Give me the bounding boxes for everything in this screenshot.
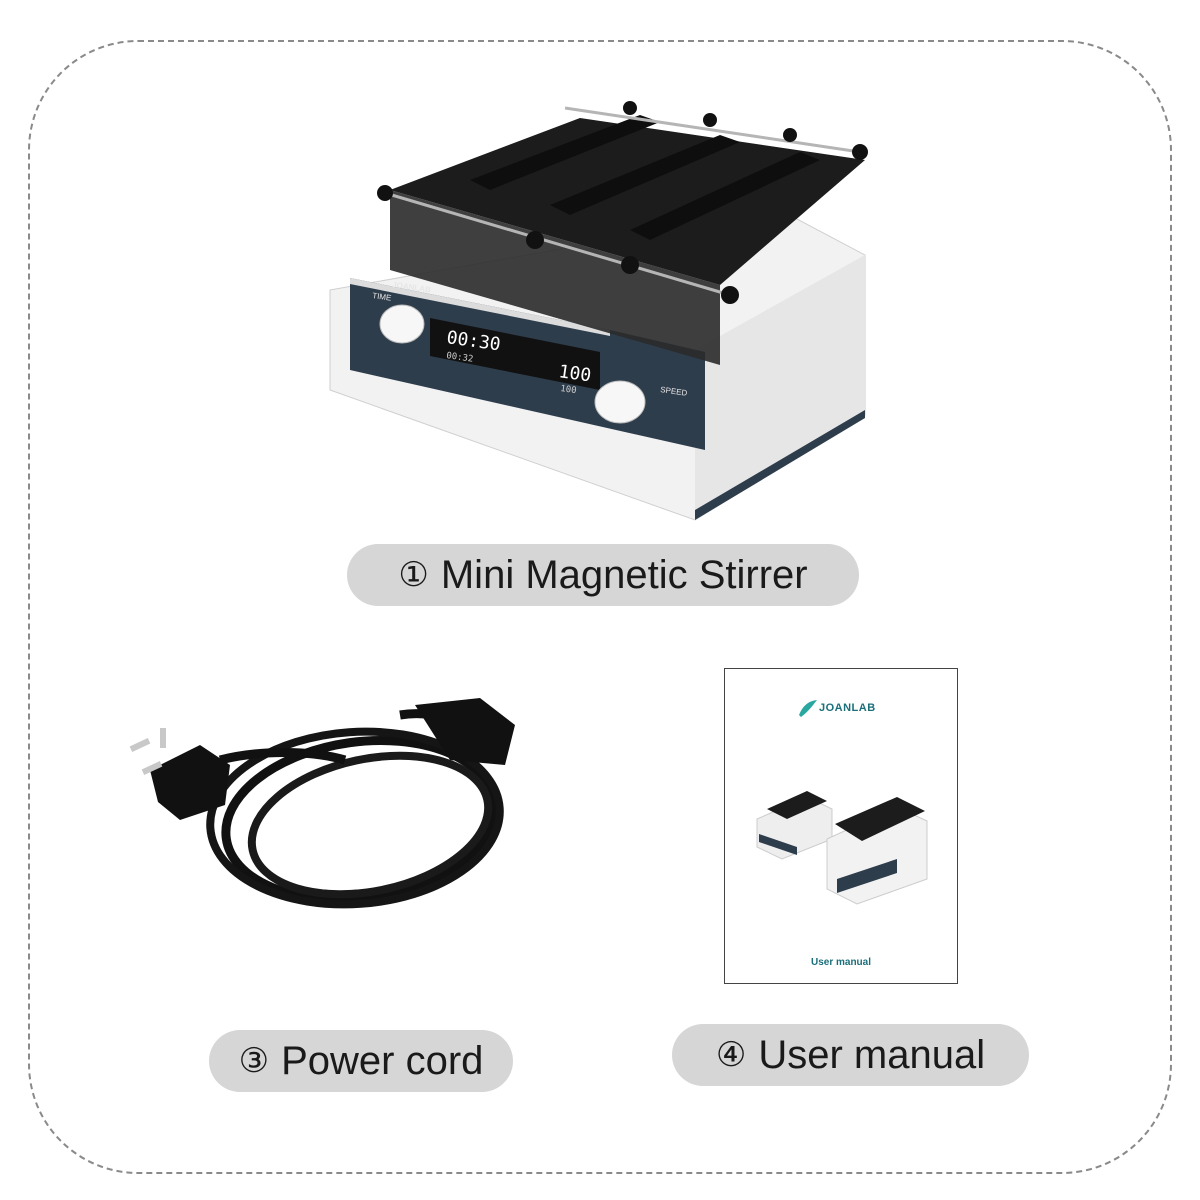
manual-title: User manual bbox=[810, 957, 872, 968]
manual-brand: JOANLAB bbox=[819, 702, 876, 714]
plug-head bbox=[150, 745, 230, 820]
time-label: TIME bbox=[372, 291, 392, 303]
label-user-manual: ④ User manual bbox=[672, 1024, 1029, 1086]
speed-label: SPEED bbox=[660, 385, 688, 398]
fish-logo-icon bbox=[799, 700, 817, 717]
label-power-cord: ③ Power cord bbox=[209, 1030, 513, 1092]
item-label: User manual bbox=[758, 1032, 986, 1077]
manual-product-illustration bbox=[756, 791, 928, 905]
manual-logo: JOANLAB bbox=[797, 697, 876, 719]
item-label: Mini Magnetic Stirrer bbox=[440, 552, 808, 597]
label-mini-magnetic-stirrer: ① Mini Magnetic Stirrer bbox=[347, 544, 859, 606]
time-knob bbox=[379, 304, 425, 344]
item-number: ① bbox=[398, 555, 429, 595]
stirrer-image: 00:30 00:32 100 100 TIME SPEED JOANLAB bbox=[329, 101, 868, 521]
speed-knob bbox=[594, 380, 646, 424]
item-number: ④ bbox=[715, 1035, 747, 1075]
user-manual-booklet: JOANLAB User manual bbox=[724, 668, 958, 984]
dashed-frame bbox=[28, 40, 1172, 1174]
speed-display: 100 bbox=[557, 361, 592, 386]
shaker-platform bbox=[390, 118, 865, 285]
time-sub: 00:32 bbox=[446, 351, 474, 365]
iec-connector bbox=[415, 698, 515, 765]
speed-sub: 100 bbox=[560, 384, 577, 396]
item-label: Power cord bbox=[281, 1038, 484, 1083]
item-number: ③ bbox=[238, 1041, 270, 1081]
power-cord-image bbox=[129, 698, 515, 909]
